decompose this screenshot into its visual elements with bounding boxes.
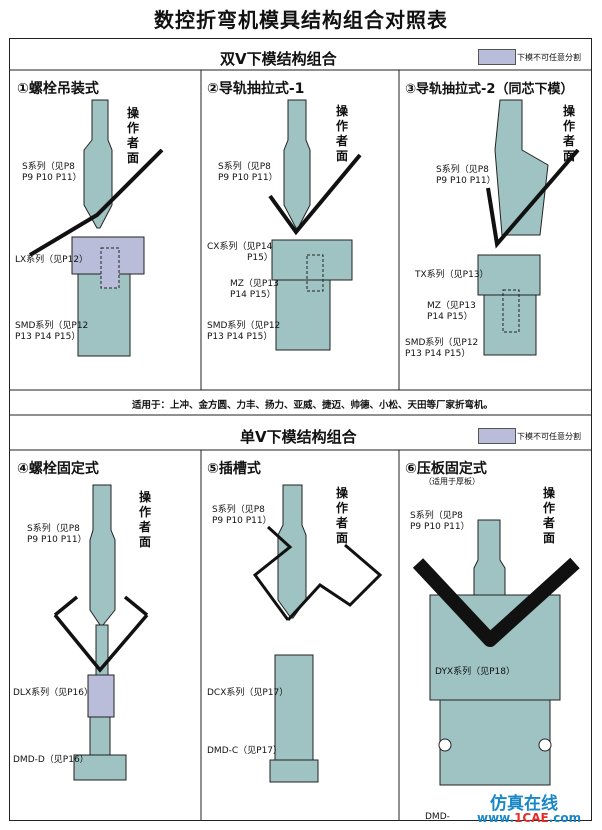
operator-side-label: 操作者面 (335, 486, 348, 545)
label-dmd-d: DMD-D（见P16） (13, 755, 89, 765)
double-v-header: 双V下模结构组合 (220, 50, 337, 68)
panel-6-drawing (429, 519, 561, 786)
panel-5-drawing (269, 484, 319, 783)
legend-text: 下模不可任意分割 (517, 432, 581, 441)
dmd-holder (89, 716, 111, 758)
legend-swatch (478, 49, 516, 65)
sheet-metal (486, 148, 580, 249)
dcx-die (274, 654, 314, 761)
sheet-flange (123, 595, 149, 617)
label-tx-series: TX系列（见P13） (415, 270, 489, 280)
upper-punch (89, 484, 116, 626)
watermark-logo-text: 仿真在线 (490, 794, 558, 814)
thick-sheet (412, 557, 580, 647)
panel-1-drawing (71, 99, 145, 357)
applicability-note: 适用于：上冲、金方圆、力丰、扬力、亚威、捷迈、帅德、小松、天田等厂家折弯机。 (132, 400, 494, 411)
single-v-header: 单V下模结构组合 (240, 428, 357, 446)
panel-2-drawing (271, 99, 353, 351)
dmd-holder (439, 699, 551, 786)
panel-2-title: ②导轨抽拉式-1 (207, 81, 305, 97)
bolt (100, 247, 120, 289)
operator-side-label: 操作者面 (335, 104, 348, 163)
operator-side-label: 操作者面 (542, 486, 555, 545)
sheet-metal (53, 613, 149, 673)
panel-5-title: ⑤插槽式 (207, 461, 261, 477)
panel-4-title: ④螺栓固定式 (17, 461, 99, 477)
page-title: 数控折弯机模具结构组合对照表 (154, 8, 448, 32)
legend-text: 下模不可任意分割 (517, 53, 581, 62)
label-dlx-series: DLX系列（见P16） (13, 688, 93, 698)
panel-4-drawing (73, 484, 127, 781)
label-dcx-series: DCX系列（见P17） (207, 688, 289, 698)
sheet-metal (252, 525, 293, 621)
dyx-die (429, 594, 561, 701)
operator-side-label: 操作者面 (562, 104, 575, 163)
label-dmd-c: DMD-C（见P17） (207, 746, 283, 756)
panel-3-title: ③导轨抽拉式-2（同芯下模） (405, 82, 574, 97)
legend-swatch (478, 428, 516, 444)
clamp-bolt (438, 738, 452, 752)
upper-punch (83, 99, 113, 229)
punch-stem (95, 624, 109, 681)
outer-frame (9, 38, 592, 821)
panel-6-title: ⑥压板固定式 (405, 461, 487, 477)
sheet-metal (268, 153, 362, 236)
cx-die (271, 239, 353, 281)
label-lx-series: LX系列（见P12） (15, 255, 89, 265)
sheet-metal (28, 148, 164, 257)
upper-punch (283, 99, 311, 229)
clamp-bolt (538, 738, 552, 752)
dlx-die (87, 674, 115, 718)
mz-block (306, 254, 324, 292)
holder-base (73, 754, 127, 781)
mz-block (502, 289, 520, 333)
panel-6-subtitle: （适用于厚板） (424, 477, 480, 486)
panel-3-drawing (477, 99, 549, 356)
panel-1-title: ①螺栓吊装式 (17, 81, 99, 97)
operator-side-label: 操作者面 (138, 490, 151, 549)
operator-side-label: 操作者面 (126, 106, 139, 165)
smd-holder (275, 279, 331, 351)
sheet-flange (53, 595, 79, 617)
upper-punch (277, 484, 307, 619)
watermark-url: www.1CAE.com (477, 811, 582, 825)
sheet-metal (286, 543, 383, 622)
label-dmd: DMD- (425, 812, 450, 822)
smd-holder (483, 294, 537, 356)
holder-base (269, 759, 319, 783)
label-dyx-series: DYX系列（见P18） (435, 667, 515, 677)
